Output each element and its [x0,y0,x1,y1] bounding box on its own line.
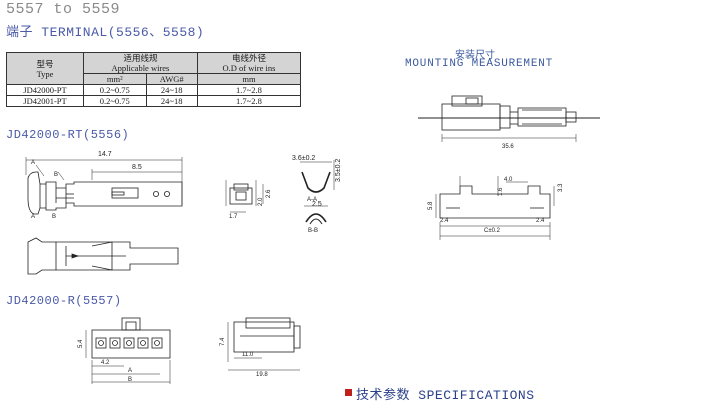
mounting-cutout-view [435,176,555,240]
cell-awg: 24~18 [145,95,198,107]
cell-od: 1.7~2.8 [196,95,302,107]
wire-spec-table: 型号 Type 适用线规 Applicable wires 电线外径 O.D o… [6,52,302,107]
dim-label: 1.6 [498,187,504,196]
dim-label: B [54,172,58,178]
r-section-title: JD42000-R(5557) [6,294,122,308]
dim-label: A [31,160,35,166]
dim-label: 7.4 [220,337,226,346]
dim-label: 2.4 [536,218,545,224]
dim-label: 5.8 [428,201,434,210]
col-type-header: 型号 Type [6,52,84,85]
mounting-side-view [418,95,600,142]
dim-label: 3.5±0.2 [335,159,342,182]
terminal-side-view [25,157,183,215]
crimp-profiles [300,160,335,225]
table-row: JD42000-PT 0.2~0.75 24~18 1.7~2.8 [6,84,302,96]
col-od-header: 电线外径 O.D of wire ins [196,52,302,74]
dim-label: 2.4 [440,218,449,224]
dim-label: A [128,368,132,374]
dim-label: 4.2 [101,360,110,366]
specifications-title: 技术参数 SPECIFICATIONS [356,388,535,403]
rt-section-title: JD42000-RT(5556) [6,128,130,142]
dim-label: B [52,214,56,220]
dim-label: 2.0 [258,197,264,206]
terminal-cross-section [225,180,264,213]
dim-label: 5.4 [78,339,84,348]
housing-front-view [85,317,171,384]
cell-mm2: 0.2~0.75 [83,95,147,107]
dim-label: 3.6±0.2 [292,155,315,162]
dim-label: A-A [307,197,317,203]
cell-type: JD42001-PT [6,95,84,107]
mounting-title-cn: 安装尺寸 [455,50,495,61]
mounting-title-en: MOUNTING MEASUREMENT [405,58,554,70]
dim-label: B [128,377,132,383]
terminal-bottom-view [27,237,179,275]
table-row: JD42001-PT 0.2~0.75 24~18 1.7~2.8 [6,95,302,107]
dim-label: 19.8 [256,372,268,378]
bullet-icon [345,389,352,396]
dim-label: 3.3 [558,183,564,192]
terminal-title: 端子 TERMINAL(5556、5558) [6,25,205,40]
dim-label: 4.0 [504,177,513,183]
dim-label: 11.0 [242,352,254,358]
dim-label: B-B [308,228,318,234]
dim-label: 1.7 [229,214,238,220]
dim-label: 14.7 [98,151,112,158]
dim-label: A [31,214,35,220]
series-range-title: 5557 to 5559 [6,1,121,18]
housing-side-view [227,317,301,371]
dim-label: 8.5 [132,164,142,171]
dim-label: C±0.2 [484,228,501,234]
dim-label: 2.6 [266,189,272,198]
dim-label: 2.5 [312,201,322,208]
dim-label: 35.6 [502,144,514,150]
